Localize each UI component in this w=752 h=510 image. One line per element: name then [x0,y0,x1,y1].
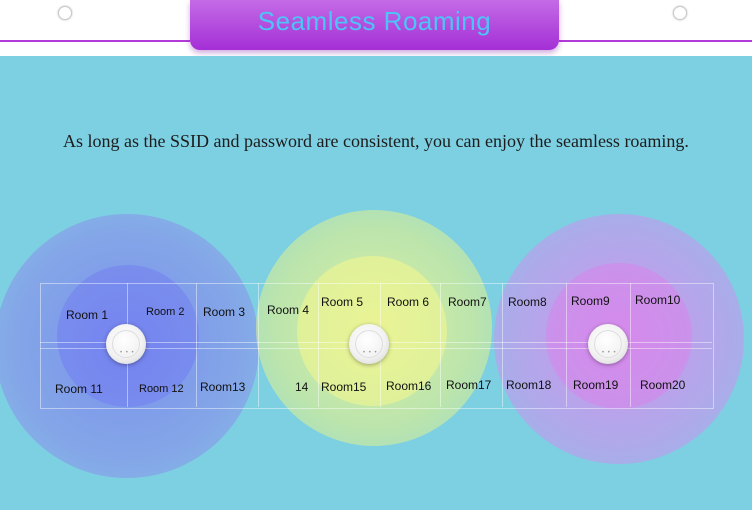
room-label: Room 4 [267,303,310,317]
room-label: Room 3 [203,305,246,319]
room-wall [440,283,441,407]
room-label: Room9 [571,294,610,308]
room-label: Room13 [200,380,246,394]
floor-plan [40,283,714,409]
room-label: Room 12 [139,383,184,395]
room-label: Room 6 [387,295,430,309]
room-wall [630,283,631,407]
room-label: Room15 [321,380,367,394]
access-point-icon: • • • [106,324,146,364]
room-label: Room20 [640,378,686,392]
room-label: Room18 [506,378,552,392]
room-wall [196,283,197,407]
roaming-illustration: As long as the SSID and password are con… [0,56,752,510]
decorative-rule-left [0,40,190,42]
room-label: Room 2 [146,306,185,318]
room-label: Room7 [448,295,487,309]
room-label: Room 1 [66,308,109,322]
room-wall [258,283,259,407]
pin-icon [673,6,687,20]
pin-icon [58,6,72,20]
access-point-icon: • • • [588,324,628,364]
room-label: Room17 [446,378,492,392]
room-label: Room8 [508,295,547,309]
room-label: Room 5 [321,295,364,309]
decorative-rule-right [559,40,752,42]
caption-text: As long as the SSID and password are con… [63,131,689,151]
page-title: Seamless Roaming [257,6,492,36]
title-banner: Seamless Roaming [190,0,559,50]
room-label: Room19 [573,378,619,392]
room-label: Room16 [386,379,432,393]
room-wall [566,283,567,407]
room-label: 14 [295,380,309,394]
room-wall [502,283,503,407]
room-label: Room10 [635,293,681,307]
room-wall [318,283,319,407]
room-label: Room 11 [55,382,103,396]
access-point-icon: • • • [349,324,389,364]
